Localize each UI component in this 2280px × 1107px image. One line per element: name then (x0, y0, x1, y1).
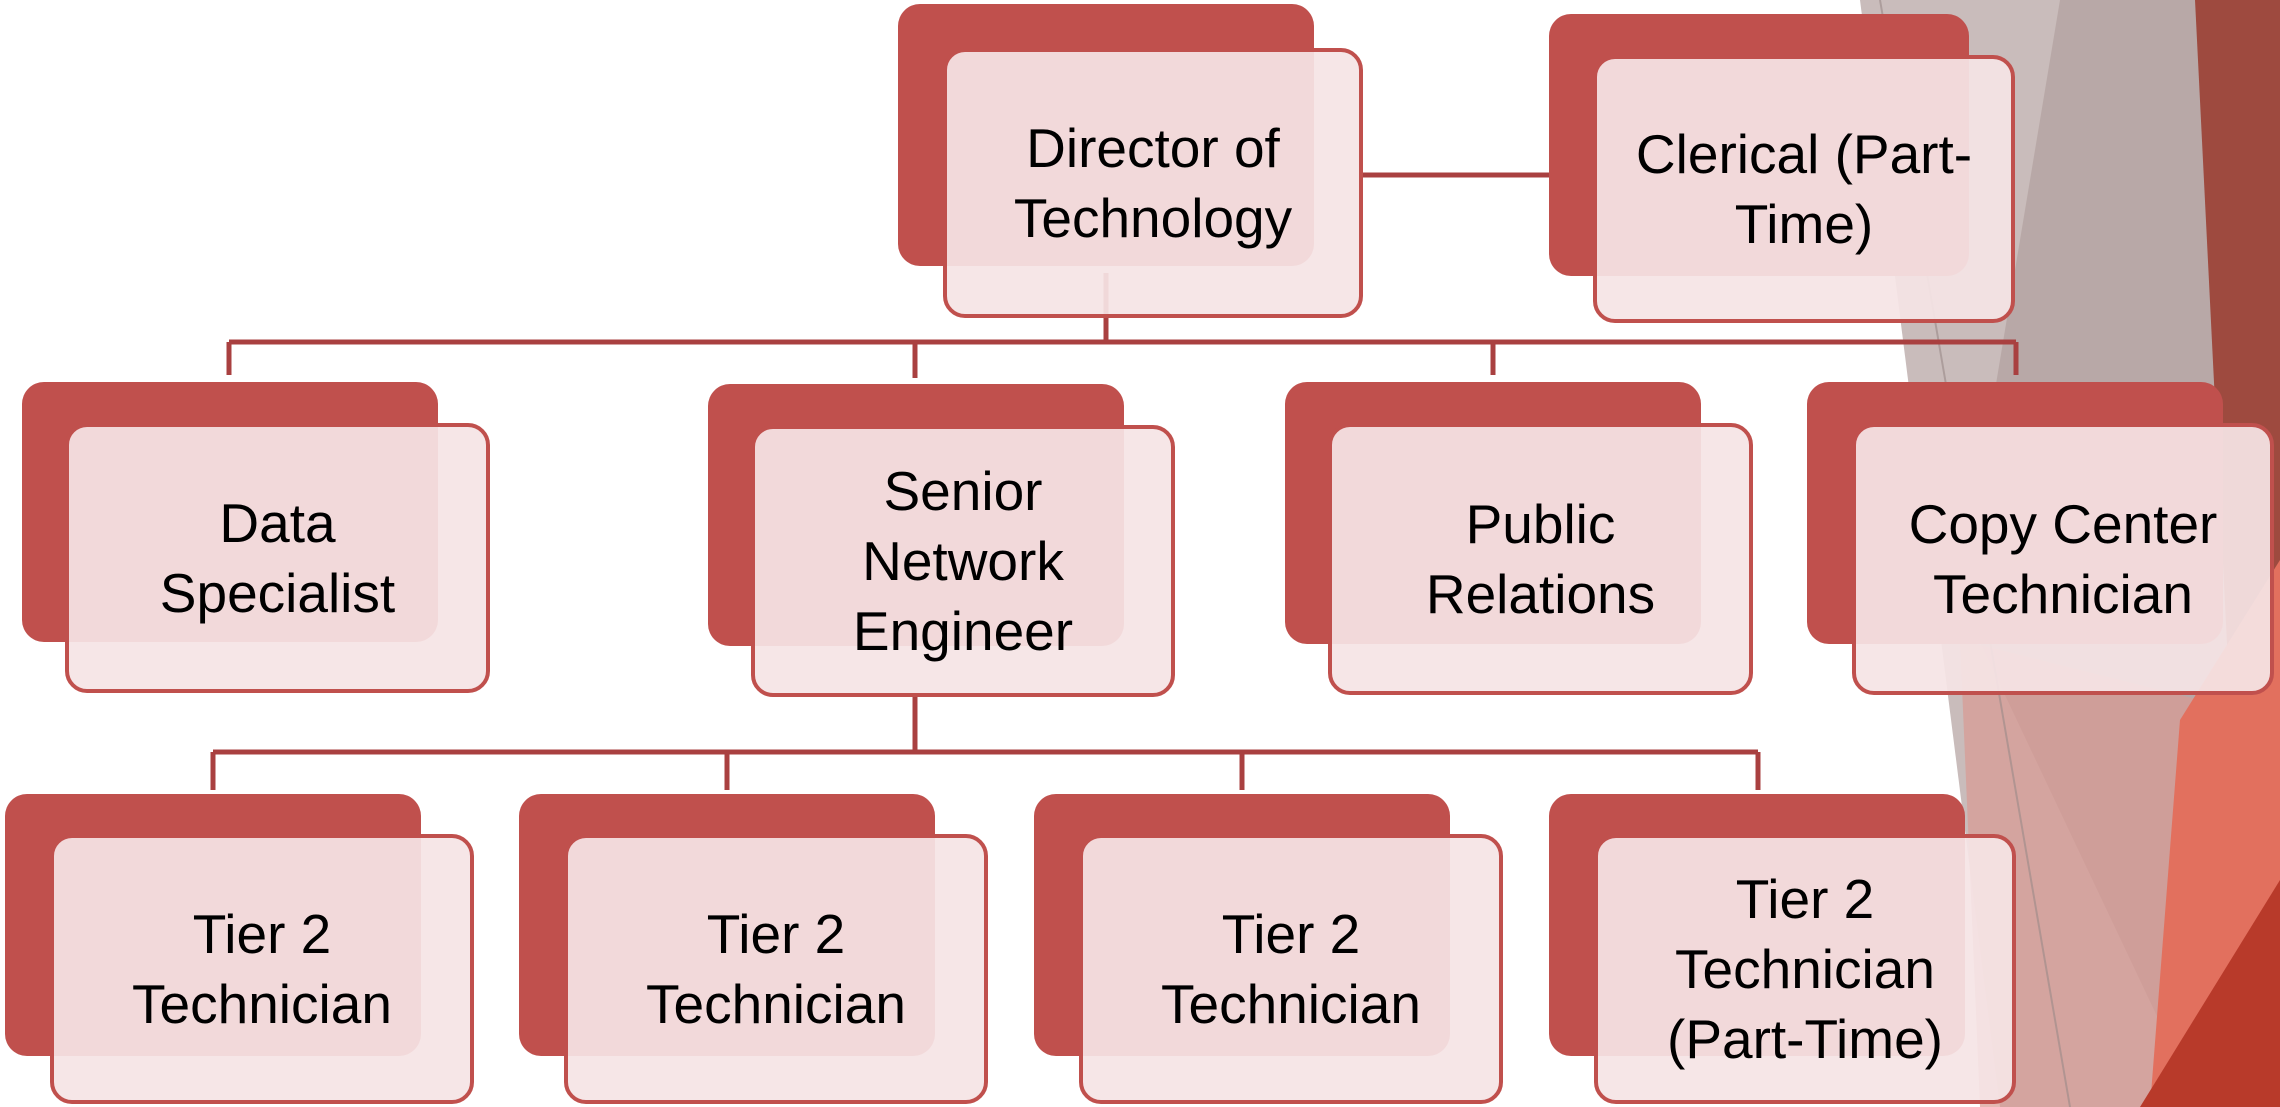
node-label: Tier 2 Technician (1161, 903, 1421, 1035)
node-box: Director of Technology (943, 48, 1363, 318)
bg-facet-red (2140, 880, 2280, 1107)
node-label: Tier 2 Technician (Part-Time) (1667, 868, 1943, 1070)
node-box: Copy Center Technician (1852, 423, 2274, 695)
node-box: Public Relations (1328, 423, 1753, 695)
node-box: Tier 2 Technician (1079, 834, 1503, 1104)
node-box: Data Specialist (65, 423, 490, 693)
node-box: Tier 2 Technician (50, 834, 474, 1104)
node-label: Senior Network Engineer (852, 460, 1074, 662)
node-label: Tier 2 Technician (646, 903, 906, 1035)
node-box: Tier 2 Technician (Part-Time) (1594, 834, 2016, 1104)
node-box: Tier 2 Technician (564, 834, 988, 1104)
node-label: Director of Technology (1013, 117, 1293, 249)
node-box: Senior Network Engineer (751, 425, 1175, 697)
node-label: Clerical (Part- Time) (1635, 123, 1973, 255)
node-label: Public Relations (1425, 493, 1656, 625)
node-label: Data Specialist (159, 492, 396, 624)
node-label: Copy Center Technician (1908, 493, 2218, 625)
node-label: Tier 2 Technician (132, 903, 392, 1035)
node-box: Clerical (Part- Time) (1593, 55, 2015, 323)
